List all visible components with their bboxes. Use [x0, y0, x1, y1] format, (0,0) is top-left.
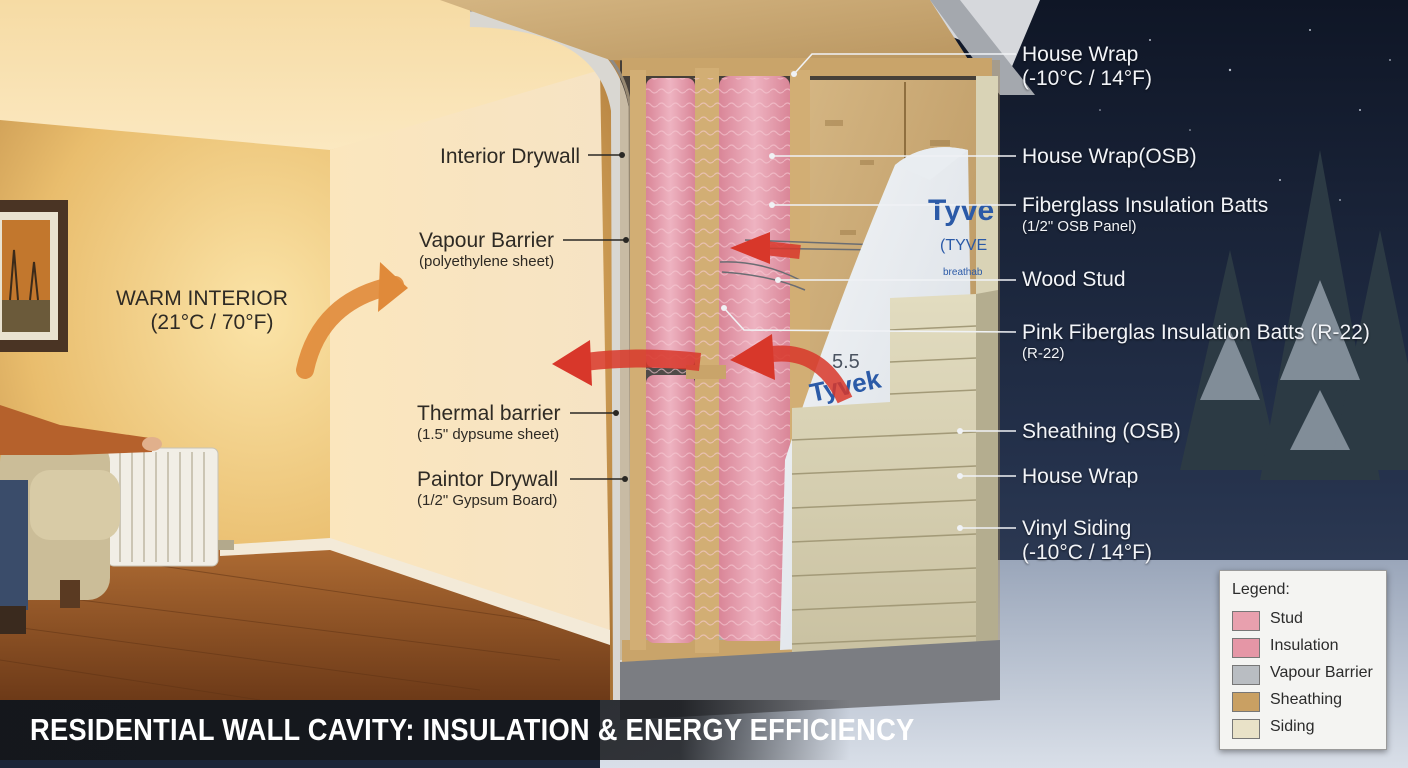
- legend: Legend: Stud Insulation Vapour Barrier S…: [1219, 570, 1387, 750]
- label-title: Thermal barrier: [417, 402, 561, 425]
- label-title: House Wrap: [1022, 43, 1139, 66]
- label-paintor-drywall: Paintor Drywall (1/2" Gypsum Board): [417, 468, 558, 509]
- label-vinyl-siding: Vinyl Siding (-10°C / 14°F): [1022, 517, 1152, 565]
- label-subtitle: (-10°C / 14°F): [1022, 541, 1152, 565]
- legend-swatch: [1232, 638, 1260, 658]
- legend-swatch: [1232, 665, 1260, 685]
- label-house-wrap-top: House Wrap (-10°C / 14°F): [1022, 43, 1152, 91]
- label-thermal-barrier: Thermal barrier (1.5" dypsume sheet): [417, 402, 561, 443]
- heat-loss-arrow: [583, 349, 702, 371]
- legend-label: Insulation: [1270, 637, 1339, 654]
- title-bar: [0, 700, 850, 760]
- label-subtitle: (1.5" dypsume sheet): [417, 426, 560, 444]
- wrap-brand-text: (TYVE: [940, 237, 987, 254]
- right-leader-lines: [723, 53, 1017, 529]
- legend-label: Vapour Barrier: [1270, 664, 1373, 681]
- label-vapour-barrier: Vapour Barrier (polyethylene sheet): [419, 229, 554, 270]
- stars: [1099, 29, 1391, 201]
- warm-interior-temp: (21°C / 70°F): [150, 311, 274, 335]
- label-subtitle: (R-22): [1022, 345, 1065, 363]
- label-interior-drywall: Interior Drywall: [440, 145, 580, 169]
- label-title: Vapour Barrier: [419, 229, 555, 252]
- label-subtitle: (polyethylene sheet): [419, 253, 555, 271]
- top-plate-sheathing: [440, 0, 975, 70]
- label-subtitle: (1/2" OSB Panel): [1022, 218, 1137, 236]
- wrap-brand-text: breathab: [943, 267, 983, 278]
- label-title: Interior Drywall: [440, 145, 581, 168]
- warm-interior-label: WARM INTERIOR (21°C / 70°F): [116, 287, 288, 335]
- legend-swatch: [1232, 692, 1260, 712]
- armchair-with-person: [0, 405, 162, 634]
- label-title: Vinyl Siding: [1022, 517, 1132, 540]
- wood-floor: [0, 540, 610, 700]
- warm-interior-title: WARM INTERIOR: [116, 287, 288, 310]
- wrap-brand-text: Tyve: [928, 194, 994, 227]
- label-sheathing-osb: Sheathing (OSB): [1022, 420, 1181, 444]
- label-title: Sheathing (OSB): [1022, 420, 1181, 443]
- label-title: House Wrap: [1022, 465, 1139, 488]
- heat-loss-arrow: [764, 241, 801, 259]
- label-subtitle: (-10°C / 14°F): [1022, 67, 1152, 91]
- legend-swatch: [1232, 611, 1260, 631]
- legend-swatch: [1232, 719, 1260, 739]
- diagram-title: RESIDENTIAL WALL CAVITY: INSULATION & EN…: [30, 712, 915, 747]
- radiator: [107, 447, 234, 567]
- legend-label: Stud: [1270, 610, 1303, 627]
- heat-loss-arrow: [763, 345, 853, 404]
- label-fiberglass-batts: Fiberglass Insulation Batts (1/2" OSB Pa…: [1022, 194, 1268, 235]
- label-title: Pink Fiberglas Insulation Batts (R-22): [1022, 321, 1370, 344]
- label-title: Wood Stud: [1022, 268, 1126, 291]
- label-pink-fiberglas: Pink Fiberglas Insulation Batts (R-22) (…: [1022, 321, 1370, 362]
- wrap-number-text: 5.5: [832, 351, 860, 373]
- label-subtitle: (1/2" Gypsum Board): [417, 492, 558, 510]
- label-title: Fiberglass Insulation Batts: [1022, 194, 1269, 217]
- label-house-wrap: House Wrap: [1022, 465, 1138, 489]
- label-wood-stud: Wood Stud: [1022, 268, 1126, 292]
- legend-label: Siding: [1270, 718, 1315, 735]
- left-leader-lines: [563, 154, 626, 480]
- legend-title: Legend:: [1232, 581, 1290, 598]
- label-title: Paintor Drywall: [417, 468, 559, 491]
- vinyl-siding: [791, 290, 998, 672]
- label-title: House Wrap(OSB): [1022, 145, 1197, 168]
- legend-label: Sheathing: [1270, 691, 1343, 708]
- label-house-wrap-osb: House Wrap(OSB): [1022, 145, 1197, 169]
- interior-side-wall: [330, 70, 610, 640]
